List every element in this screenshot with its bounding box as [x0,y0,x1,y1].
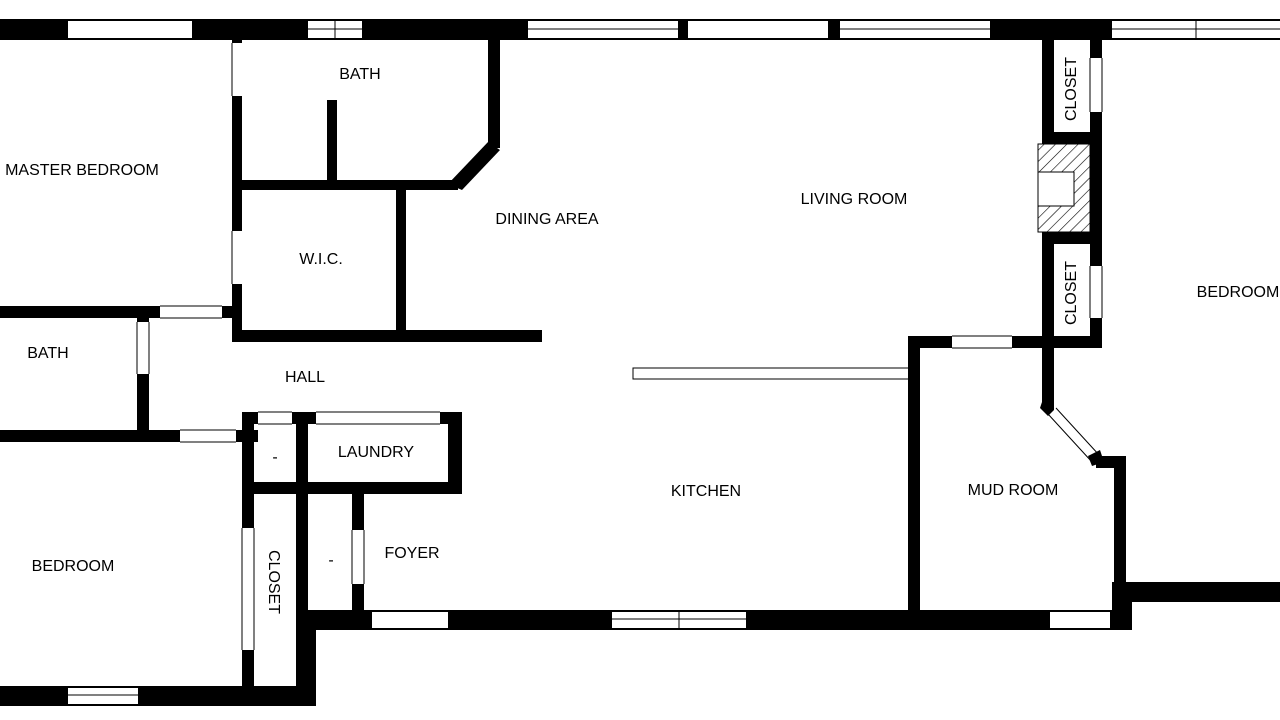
label-kitchen: KITCHEN [671,483,741,500]
wall-mud-diagonal-a [1040,402,1054,416]
wall-mud-top-b [1012,336,1102,348]
label-closet-mid: CLOSET [1063,261,1080,325]
label-hall: HALL [285,369,325,386]
bottom-windows [68,612,1110,704]
opening-mud-diag-b [1055,407,1101,457]
wall-master-bottom-b [222,306,242,318]
label-living-room: LIVING ROOM [801,191,908,208]
top-windows [68,21,1280,38]
exterior-walls [0,19,1280,706]
front-door-opening [372,612,448,628]
wall-laundry-west [296,412,308,612]
label-closet-top: CLOSET [1063,57,1080,121]
label-master-bedroom: MASTER BEDROOM [5,162,159,179]
window-dining [528,21,678,38]
wall-closets-east-bottom [1090,318,1102,348]
window-bath-top [308,21,362,38]
wall-bath-diagonal [448,142,500,190]
wall-laundry-bottom [242,482,462,494]
wall-foyer-closet-upper [352,494,364,530]
room-labels: MASTER BEDROOM BATH W.I.C. DINING AREA L… [5,57,1279,614]
label-laundry: LAUNDRY [338,444,415,461]
opening-living-top [688,21,828,38]
wall-closets-west-top [1042,38,1054,144]
wall-wic-east [396,186,406,336]
wall-mud-west [908,336,920,612]
wall-closets-west-bottom [1042,232,1054,342]
wall-laundry-east [448,412,462,494]
wall-closets-east-mid [1090,112,1102,266]
wall-step-vertical [296,610,316,706]
wall-linen-west [242,412,254,528]
wall-bath-left-east-upper [137,306,149,322]
wall-master-east-upper [232,19,242,43]
mud-room-door-opening [1050,612,1110,628]
wall-foyer-closet-lower [352,584,364,614]
opening-mud-diag [1047,413,1093,463]
fireplace-firebox [1037,171,1075,207]
wall-laundry-top-corner [440,412,462,424]
wall-closets-east-top [1090,38,1102,58]
wall-bath-left-bottom [0,430,180,442]
window-bedroom-left [68,688,138,704]
wall-bath-partition [327,100,337,186]
interior-walls [0,19,1126,700]
label-foyer-closet: - [328,552,333,569]
wall-closet-top-bottom [1042,132,1102,144]
wall-bottom-right [1112,582,1280,602]
wall-master-east-lower [232,96,242,231]
wall-bedroom-east [242,650,254,700]
fireplace [1037,143,1091,233]
kitchen-counter [632,367,910,380]
wall-mud-east-upper [1042,336,1054,410]
wall-mud-east-lower [1114,456,1126,606]
label-bedroom-right: BEDROOM [1197,284,1280,301]
label-linen: - [272,449,277,466]
label-dining-area: DINING AREA [495,211,598,228]
wall-bottom-left [0,686,316,706]
label-bath-left: BATH [27,345,68,362]
wall-bath-left-east-lower [137,374,149,440]
label-mud-room: MUD ROOM [968,482,1059,499]
label-bedroom-left: BEDROOM [32,558,115,575]
wall-bath-east [488,38,500,148]
wall-bath-bottom [232,180,458,190]
label-closet-left: CLOSET [265,550,282,614]
wall-fireplace-bottom [1042,232,1102,244]
interior-openings [136,43,1103,650]
window-kitchen [612,612,746,628]
label-foyer: FOYER [384,545,439,562]
window-bedroom-right [1112,21,1280,38]
wall-mud-top-a [908,336,952,348]
label-bath-top: BATH [339,66,380,83]
wall-wic-bottom [232,330,542,342]
wall-linen-top [242,412,258,424]
label-wic: W.I.C. [299,251,343,268]
window-living [840,21,990,38]
window-master-bedroom [68,21,192,38]
wall-master-bottom-a [0,306,160,318]
